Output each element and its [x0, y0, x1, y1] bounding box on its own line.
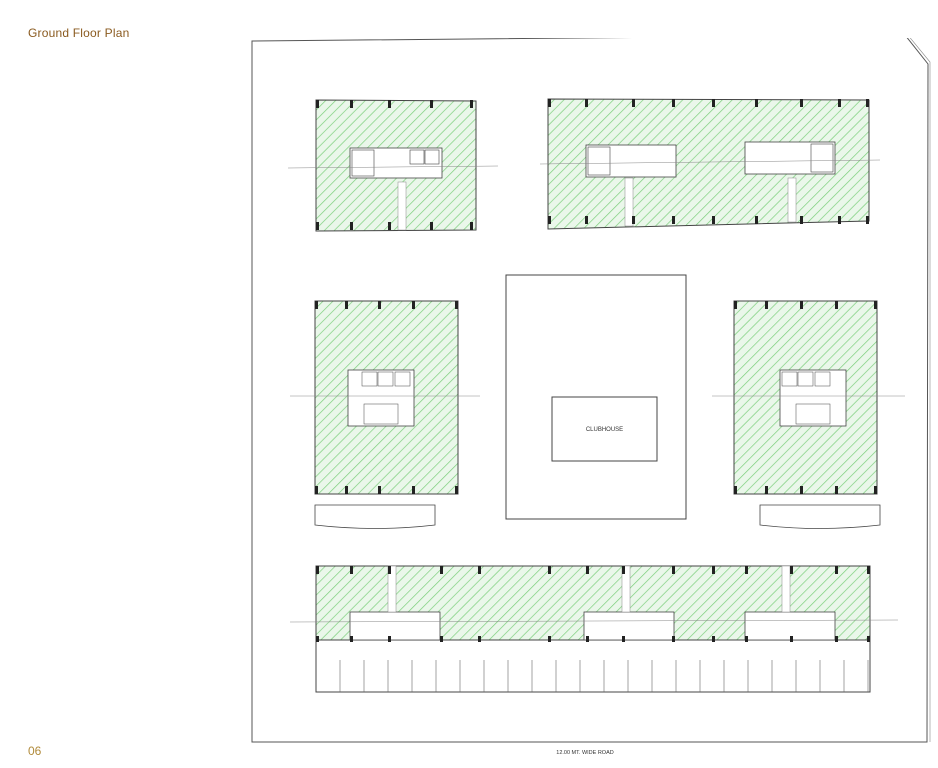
road-label: 12.00 MT. WIDE ROAD	[556, 750, 613, 756]
page-title: Ground Floor Plan	[28, 26, 130, 40]
tower-block-top-right	[539, 98, 881, 230]
tower-block-bottom	[289, 565, 899, 693]
floor-plan: CLUBHOUSE 12.00 MT. WIDE ROAD	[248, 38, 932, 758]
tower-block-middle-left	[290, 300, 480, 529]
tower-block-top-left	[287, 99, 499, 232]
clubhouse-label: CLUBHOUSE	[586, 427, 623, 433]
page-number: 06	[28, 744, 42, 758]
clubhouse-area: CLUBHOUSE	[505, 274, 687, 520]
tower-block-middle-right	[712, 300, 905, 529]
site-boundary	[251, 38, 929, 743]
